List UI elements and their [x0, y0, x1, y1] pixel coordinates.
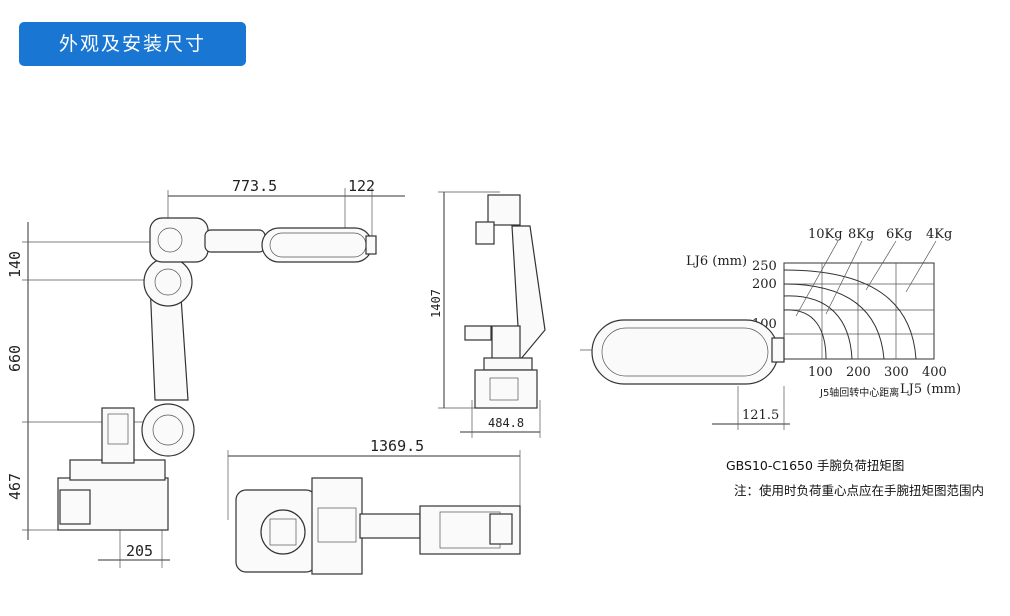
rear-view: 1407 484.8: [429, 191, 546, 438]
chart-x-tick-300: 300: [884, 365, 909, 380]
side-view: 773.5 122 140 660 467 205: [6, 177, 405, 568]
dim-h3: 467: [6, 473, 24, 500]
dim-offset: 122: [348, 177, 375, 195]
chart-y-tick-200: 200: [752, 277, 777, 292]
curve-label-4kg: 4Kg: [926, 227, 952, 242]
dim-width: 484.8: [488, 416, 524, 430]
chart-note: 注：使用时负荷重心点应在手腕扭矩图范围内: [734, 483, 984, 498]
dim-length: 1369.5: [370, 437, 424, 455]
dim-reach: 773.5: [232, 177, 277, 195]
top-view: 1369.5: [227, 437, 521, 575]
dim-wrist: 121.5: [742, 408, 779, 423]
chart-y-tick-250: 250: [752, 259, 777, 274]
chart-y-label: LJ6 (mm): [686, 254, 747, 269]
chart-x-tick-200: 200: [846, 365, 871, 380]
chart-x-caption: J5轴回转中心距离: [819, 386, 899, 399]
dim-base: 205: [126, 542, 153, 560]
curve-label-8kg: 8Kg: [848, 227, 874, 242]
dim-h2: 660: [6, 345, 24, 372]
chart-x-tick-400: 400: [922, 365, 947, 380]
chart-x-tick-100: 100: [808, 365, 833, 380]
curve-label-10kg: 10Kg: [808, 227, 843, 242]
wrist-load-chart: LJ6 (mm) 250 200 100 10Kg 8Kg 6Kg 4Kg 10…: [580, 227, 984, 498]
chart-x-label: LJ5 (mm): [900, 382, 961, 397]
section-title: 外观及安装尺寸: [19, 22, 246, 66]
chart-title: GBS10-C1650 手腕负荷扭矩图: [726, 458, 904, 473]
dim-height: 1407: [429, 289, 443, 318]
curve-label-6kg: 6Kg: [886, 227, 912, 242]
dim-h1: 140: [6, 251, 24, 278]
